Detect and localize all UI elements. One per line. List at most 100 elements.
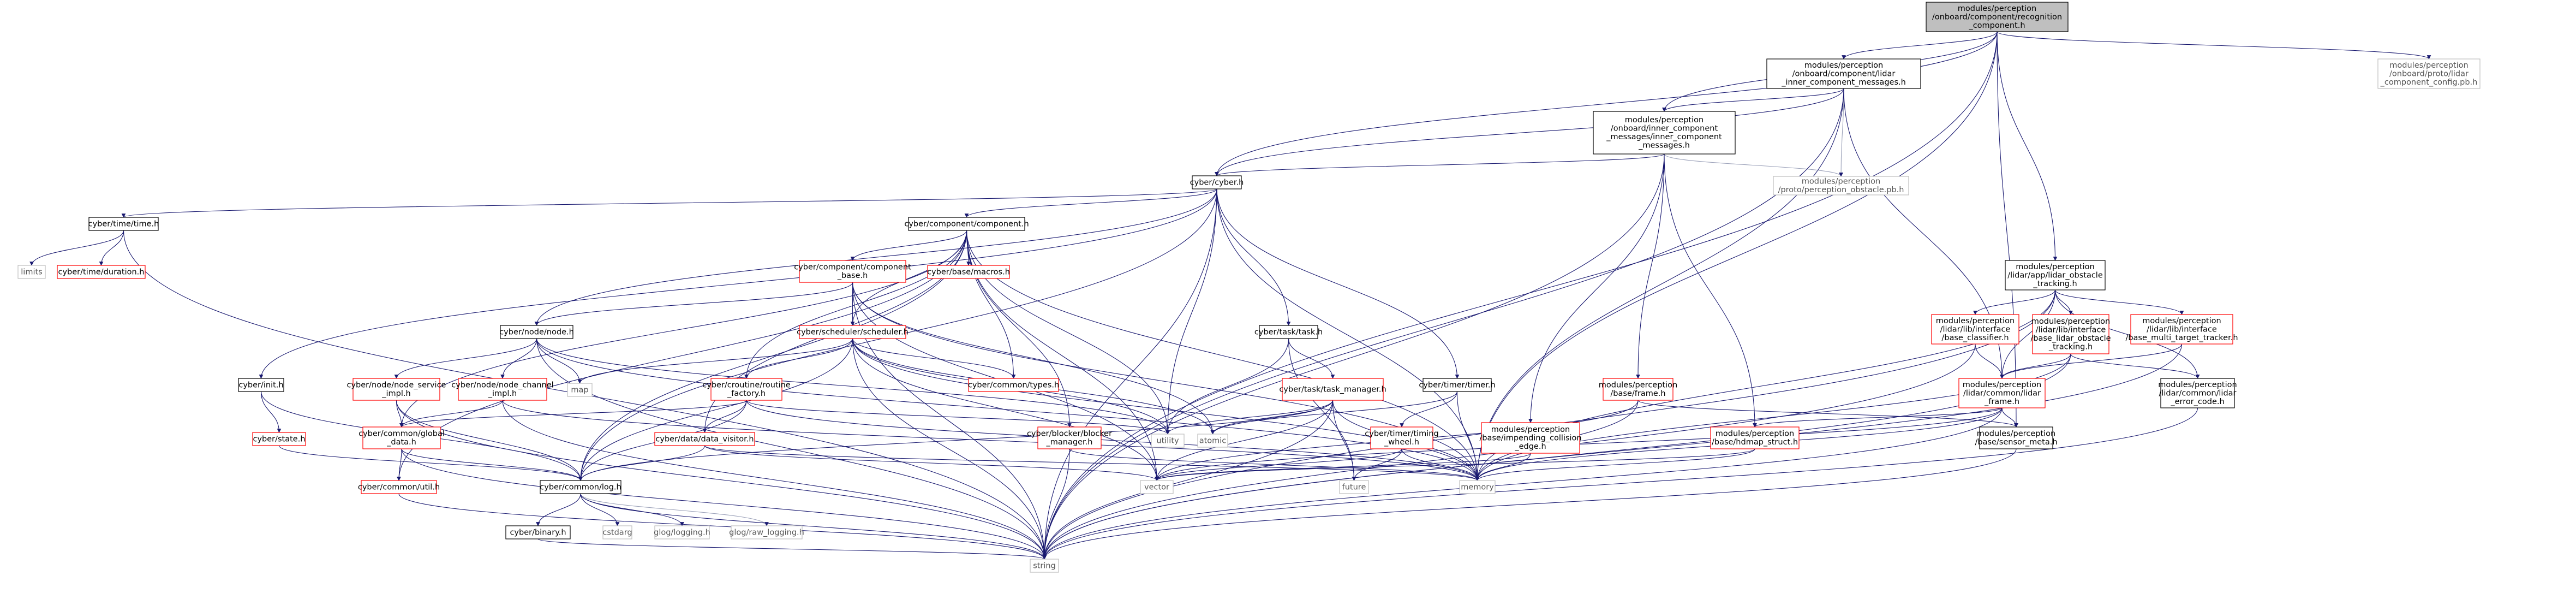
node-label-line: cyber/time/time.h [88,220,159,228]
node-cyber-h[interactable]: cyber/cyber.h [1190,175,1244,189]
node-label-line: modules/perception [1625,116,1704,124]
node-box [908,217,1025,231]
node-label-line: cyber/common/log.h [540,483,621,491]
edge-time_h-to-limits [29,230,124,266]
edge-cyber_h-to-time_h [122,188,1217,218]
node-util-h[interactable]: cyber/common/util.h [358,480,440,494]
node-types-h[interactable]: cyber/common/types.h [968,378,1059,392]
node-cstdarg: cstdarg [602,525,632,539]
node-box [2130,314,2233,345]
node-node-h[interactable]: cyber/node/node.h [499,325,574,339]
node-inner-msgs[interactable]: modules/perception/onboard/inner_compone… [1593,111,1736,155]
node-base-lidar-tracking[interactable]: modules/perception/lidar/lib/interface/b… [2030,314,2111,354]
edge-node_h-to-string [536,338,1047,560]
edge-cyber_h-to-string [1042,188,1217,560]
edge-inner_msgs-to-string [1042,153,1665,560]
node-label-line: /onboard/component/recognition [1932,13,2062,21]
node-label-line: cyber/croutine/routine [702,381,791,390]
node-label-line: /lidar/lib/interface [1940,325,2011,334]
node-timer-h[interactable]: cyber/timer/timer.h [1419,378,1496,392]
node-box [458,378,547,401]
node-global-data[interactable]: cyber/common/global_data.h [358,426,445,449]
edge-node_h-to-map [536,338,582,384]
node-component-base[interactable]: cyber/component/component_base.h [794,260,911,283]
node-root[interactable]: modules/perception/onboard/component/rec… [1926,2,2069,32]
node-time-h[interactable]: cyber/time/time.h [88,217,159,231]
node-sensor-meta[interactable]: modules/perception/base/sensor_meta.h [1975,426,2058,449]
node-state-h[interactable]: cyber/state.h [252,432,306,446]
node-box [2032,314,2109,354]
edge-lidar_error-to-string [1042,407,2198,560]
node-lidar-frame[interactable]: modules/perception/lidar/common/lidar_fr… [1958,378,2046,408]
node-box [799,325,906,339]
node-label-line: future [1342,483,1366,491]
node-box [57,265,146,279]
node-box [505,525,571,539]
node-label-line: modules/perception [1936,317,2015,325]
node-log-h[interactable]: cyber/common/log.h [540,480,621,494]
node-box [17,265,46,279]
edge-task_manager-to-vector [1155,400,1334,481]
node-perc-obstacle: modules/perception/proto/perception_obst… [1773,176,1909,195]
node-box [1710,426,1800,449]
edge-root-to-lidar_cfg [1997,31,2431,60]
node-base-frame[interactable]: modules/perception/base/frame.h [1599,378,1677,401]
node-label-line: /base_classifier.h [1941,334,2009,342]
node-macros-h[interactable]: cyber/base/macros.h [927,265,1010,279]
node-timing-wheel[interactable]: cyber/timer/timing_wheel.h [1365,426,1439,449]
edge-data_visitor-to-vector [704,445,1159,481]
node-base-multi-target[interactable]: modules/perception/lidar/lib/interface/b… [2125,314,2238,345]
node-routine-factory[interactable]: cyber/croutine/routine_factory.h [702,378,791,401]
node-label-line: /base_lidar_obstacle [2030,334,2111,343]
node-label-line: cyber/component/component [794,263,911,272]
edge-blocker_manager-to-memory [1069,448,1480,481]
edge-blocker_manager-to-string [1042,448,1070,560]
edge-timer_h-to-atomic [1210,391,1458,435]
node-atomic: atomic [1197,434,1228,448]
node-component-h[interactable]: cyber/component/component.h [904,217,1029,231]
node-binary-h[interactable]: cyber/binary.h [505,525,571,539]
node-label-line: cyber/node/node_service [347,381,446,390]
edge-global_data-to-log_h [401,448,583,481]
node-label-line: modules/perception [1716,430,1794,438]
node-label-line: cyber/data/data_visitor.h [655,435,754,443]
node-node-service[interactable]: cyber/node/node_service_impl.h [347,378,446,401]
node-node-channel[interactable]: cyber/node/node_channel_impl.h [451,378,554,401]
edge-cyber_h-to-component_h [964,188,1217,218]
node-label-line: /base/hdmap_struct.h [1712,438,1798,447]
node-data-visitor[interactable]: cyber/data/data_visitor.h [654,432,755,446]
node-box [710,378,782,401]
node-lidar-error[interactable]: modules/perception/lidar/common/lidar_er… [2158,378,2237,408]
node-scheduler-h[interactable]: cyber/scheduler/scheduler.h [797,325,909,339]
node-task-h[interactable]: cyber/task/task.h [1254,325,1323,339]
node-box [1423,378,1492,392]
edge-scheduler_h-to-log_h [578,338,853,481]
node-label-line: cyber/binary.h [510,528,566,537]
node-label-line: cyber/scheduler/scheduler.h [797,328,909,336]
node-task-manager[interactable]: cyber/task/task_manager.h [1279,378,1386,401]
edge-component_h-to-memory [966,230,1480,481]
edge-inner_msgs-to-hdmap_struct [1664,153,1757,428]
edge-inner_msgs-to-perc_obstacle [1664,153,1843,177]
node-init-h[interactable]: cyber/init.h [238,378,284,392]
node-label-line: cyber/component/component.h [904,220,1029,228]
node-blocker-manager[interactable]: cyber/blocker/blocker_manager.h [1027,426,1112,449]
edge-init_h-to-state_h [260,391,282,433]
node-lidar-msgs[interactable]: modules/perception/onboard/component/lid… [1766,58,1921,89]
node-tracking-h[interactable]: modules/perception/lidar/app/lidar_obsta… [2005,260,2106,290]
edge-lidar_frame-to-hdmap_struct [1753,407,2003,428]
node-duration-h[interactable]: cyber/time/duration.h [57,265,146,279]
edge-scheduler_h-to-routine_factory [744,338,853,379]
node-label-line: cyber/timer/timing [1365,430,1438,438]
node-label-line: /onboard/proto/lidar [2389,69,2469,78]
edge-log_h-to-cstdarg [580,493,620,526]
edge-lidar_msgs-to-cyber_h [1215,88,1844,176]
node-box [361,480,437,494]
node-hdmap-struct[interactable]: modules/perception/base/hdmap_struct.h [1710,426,1800,449]
edge-component_h-to-component_base [850,230,967,261]
node-label-line: /onboard/inner_component [1611,124,1718,133]
node-impending[interactable]: modules/perception/base/impending_collis… [1479,422,1582,454]
node-base-classifier[interactable]: modules/perception/lidar/lib/interface/b… [1931,314,2019,345]
edge-cyber_h-to-node_h [534,188,1217,326]
edge-component_h-to-blocker_manager [966,230,1072,428]
